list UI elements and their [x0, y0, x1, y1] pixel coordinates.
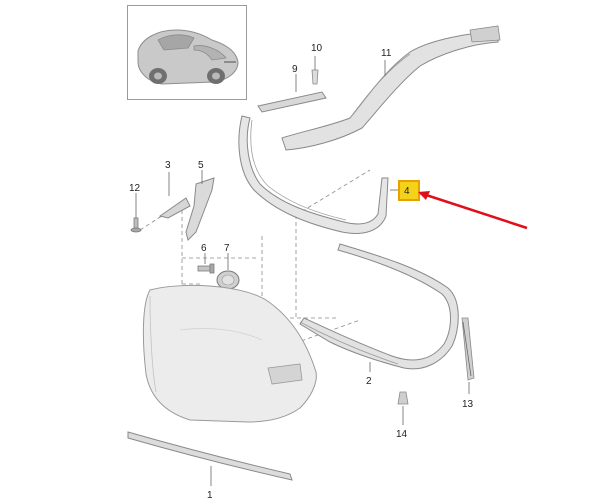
- callout-4-highlight-box: [398, 180, 420, 201]
- callout-5: 5: [198, 160, 204, 171]
- red-arrow-head-icon: [418, 191, 430, 200]
- vehicle-thumbnail-frame: [127, 5, 247, 100]
- part-11-roof-frame-seal: [281, 25, 501, 151]
- part-5-mirror-bracket: [185, 177, 215, 241]
- callout-9: 9: [292, 64, 298, 75]
- callout-7: 7: [224, 243, 230, 254]
- callout-13: 13: [462, 399, 474, 410]
- part-2-door-seal: [299, 243, 459, 370]
- part-12-screw: [130, 217, 142, 233]
- part-door-window-seal: [238, 115, 389, 234]
- part-6-bolt: [197, 263, 215, 274]
- car-thumbnail-illustration: [137, 29, 239, 85]
- part-10-clip: [311, 69, 319, 85]
- part-9-trim-strip: [257, 91, 327, 113]
- part-14-clip: [397, 391, 409, 405]
- part-1-sill-strip: [127, 431, 293, 481]
- callout-2: 2: [366, 376, 372, 387]
- door-panel: [142, 284, 317, 423]
- callout-6: 6: [201, 243, 207, 254]
- callout-labels: 10 9 11 3 5 12 6 7 2 13 14 1: [129, 43, 474, 501]
- highlighted-callout-4: 4: [398, 180, 528, 230]
- callout-4: 4: [404, 186, 410, 197]
- red-pointer-arrow: [419, 191, 528, 230]
- part-7-round-cap: [216, 270, 240, 290]
- callout-12: 12: [129, 183, 141, 194]
- callout-11: 11: [381, 48, 392, 59]
- leader-lines: [135, 56, 470, 486]
- callout-10: 10: [311, 43, 323, 54]
- callout-3: 3: [165, 160, 171, 171]
- callout-14: 14: [396, 429, 408, 440]
- part-13-vertical-strip: [461, 317, 475, 381]
- part-3-mirror-triangle-cover: [158, 197, 191, 219]
- callout-1: 1: [207, 490, 213, 501]
